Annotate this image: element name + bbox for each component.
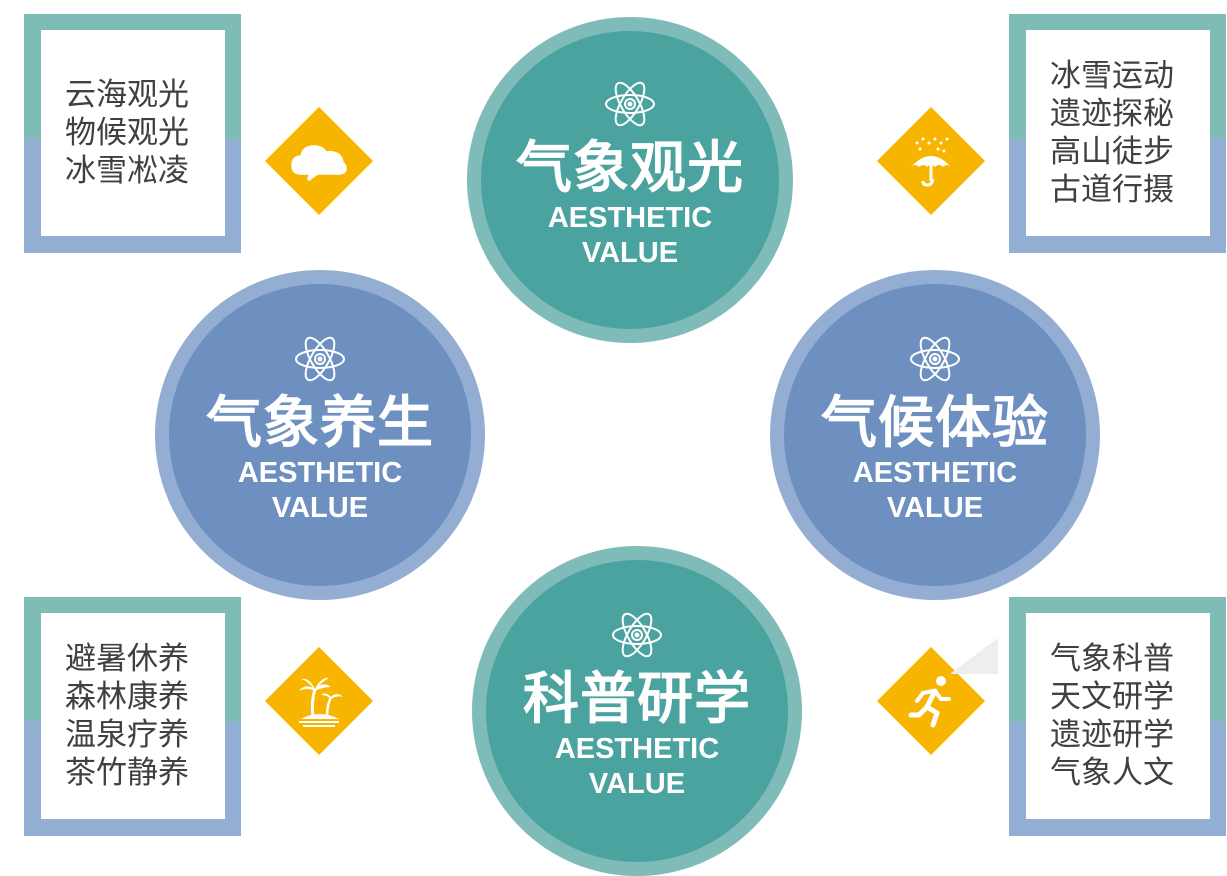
box-line: 避暑休养 bbox=[65, 641, 189, 677]
box-line: 森林康养 bbox=[65, 679, 189, 715]
decorative-shadow bbox=[950, 638, 998, 674]
circle-title: 气象养生 bbox=[206, 391, 434, 456]
top-right-text-box: 冰雪运动 遗迹探秘 高山徒步 古道行摄 bbox=[1009, 14, 1226, 253]
box-line: 古道行摄 bbox=[1050, 172, 1174, 208]
box-line: 冰雪运动 bbox=[1050, 58, 1174, 94]
bottom-right-text-box: 气象科普 天文研学 遗迹研学 气象人文 bbox=[1009, 597, 1226, 836]
circle-subtitle: VALUE bbox=[271, 492, 369, 524]
bottom-left-diamond bbox=[265, 647, 373, 755]
circle-left: 气象养生 AESTHETIC VALUE bbox=[155, 270, 485, 600]
palm-island-icon bbox=[299, 677, 343, 727]
top-left-text-box: 云海观光 物候观光 冰雪凇凌 bbox=[24, 14, 241, 253]
box-line: 茶竹静养 bbox=[65, 755, 189, 791]
circle-subtitle: VALUE bbox=[886, 492, 984, 524]
box-line: 物候观光 bbox=[65, 115, 189, 151]
box-line: 高山徒步 bbox=[1050, 134, 1174, 170]
running-person-icon bbox=[908, 676, 951, 728]
box-line: 温泉疗养 bbox=[65, 717, 189, 753]
circle-subtitle: AESTHETIC bbox=[237, 457, 403, 489]
bottom-right-diamond bbox=[877, 647, 985, 755]
box-line: 气象人文 bbox=[1050, 755, 1174, 791]
umbrella-rain-icon bbox=[911, 137, 951, 187]
top-right-diamond bbox=[877, 107, 985, 215]
circle-subtitle: AESTHETIC bbox=[547, 202, 713, 234]
cloud-icon bbox=[291, 145, 347, 181]
circle-title: 气象观光 bbox=[516, 136, 744, 201]
circle-subtitle: AESTHETIC bbox=[554, 733, 720, 765]
atom-icon bbox=[910, 336, 960, 382]
box-line: 云海观光 bbox=[65, 77, 189, 113]
box-line: 冰雪凇凌 bbox=[65, 153, 189, 189]
box-line: 气象科普 bbox=[1050, 641, 1174, 677]
atom-icon bbox=[605, 81, 655, 127]
box-line: 遗迹研学 bbox=[1050, 717, 1174, 753]
bottom-left-text-box: 避暑休养 森林康养 温泉疗养 茶竹静养 bbox=[24, 597, 241, 836]
circle-subtitle: AESTHETIC bbox=[852, 457, 1018, 489]
circle-right: 气候体验 AESTHETIC VALUE bbox=[770, 270, 1100, 600]
atom-icon bbox=[295, 336, 345, 382]
circle-subtitle: VALUE bbox=[581, 237, 679, 269]
atom-icon bbox=[612, 612, 662, 658]
box-line: 遗迹探秘 bbox=[1050, 96, 1174, 132]
circle-title: 气候体验 bbox=[821, 391, 1049, 456]
circle-subtitle: VALUE bbox=[588, 768, 686, 800]
top-left-diamond bbox=[265, 107, 373, 215]
box-line: 天文研学 bbox=[1050, 679, 1174, 715]
circle-title: 科普研学 bbox=[523, 667, 751, 732]
circle-top: 气象观光 AESTHETIC VALUE bbox=[467, 17, 793, 343]
circle-bottom: 科普研学 AESTHETIC VALUE bbox=[472, 546, 802, 876]
